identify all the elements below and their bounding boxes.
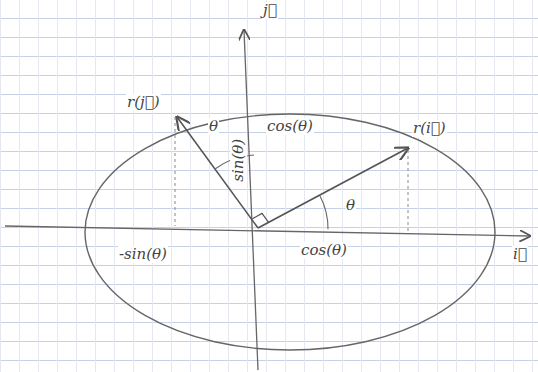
axis-label: θ <box>345 197 356 214</box>
axis-label: r(i⃗) <box>412 120 447 137</box>
projection-line <box>175 117 176 226</box>
axis-label: θ <box>208 118 219 135</box>
axis-label: cos(θ) <box>266 118 314 135</box>
right-angle-mark <box>252 213 268 222</box>
axis-label: r(j⃗) <box>126 94 161 111</box>
vector-r-i <box>258 148 408 228</box>
axis-label: i⃗ <box>512 246 528 263</box>
vector-r-j <box>177 117 258 228</box>
axis-label: j⃗ <box>262 2 278 19</box>
projection-line <box>408 150 409 232</box>
axis-label: cos(θ) <box>300 242 348 259</box>
axis-label: -sin(θ) <box>118 246 168 263</box>
j-axis <box>244 30 258 370</box>
i-axis <box>5 226 530 236</box>
axis-label: sin(θ) <box>230 138 247 183</box>
angle-arc <box>320 196 328 229</box>
